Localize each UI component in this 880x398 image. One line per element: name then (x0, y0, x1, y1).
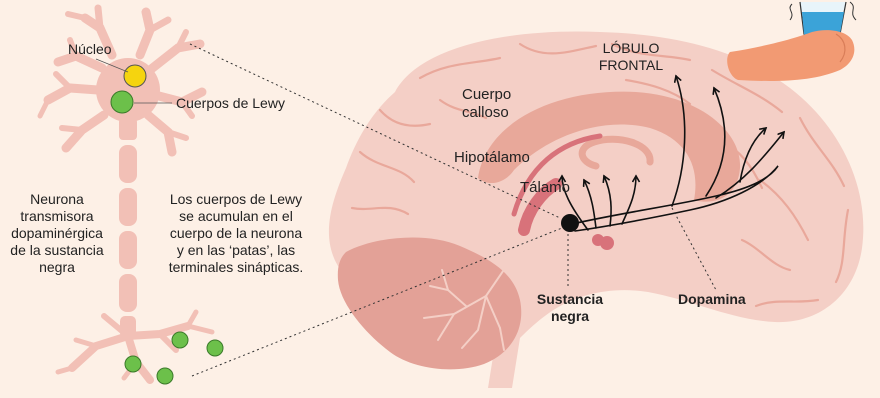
label-cuerpos-lewy: Cuerpos de Lewy (176, 95, 285, 112)
label-dopamina: Dopamina (678, 291, 746, 308)
label-acumulan: Los cuerpos de Lewy se acumulan en el cu… (150, 191, 322, 276)
glass-shine (790, 4, 792, 20)
label-cuerpo-calloso: Cuerpo calloso (462, 86, 511, 122)
lewy-body-terminal (172, 332, 188, 348)
label-hipotalamo: Hipotálamo (454, 149, 530, 166)
lewy-body-soma (111, 91, 133, 113)
neuron-axon (119, 118, 137, 338)
sustancia-negra-dot (561, 214, 579, 232)
hand (727, 30, 854, 81)
label-neurona: Neurona transmisora dopaminérgica de la … (4, 191, 110, 276)
nucleus (124, 65, 146, 87)
glass-shine (850, 2, 856, 20)
brain (329, 32, 863, 389)
pituitary (600, 236, 614, 250)
lewy-body-terminal (207, 340, 223, 356)
lewy-body-terminal (157, 368, 173, 384)
label-lobulo-frontal: LÓBULO FRONTAL (576, 40, 686, 74)
hand-with-glass (727, 2, 856, 81)
label-sustancia-negra: Sustancia negra (528, 291, 612, 325)
lewy-body-terminal (125, 356, 141, 372)
label-nucleo: Núcleo (68, 41, 112, 58)
label-talamo: Tálamo (520, 179, 570, 196)
